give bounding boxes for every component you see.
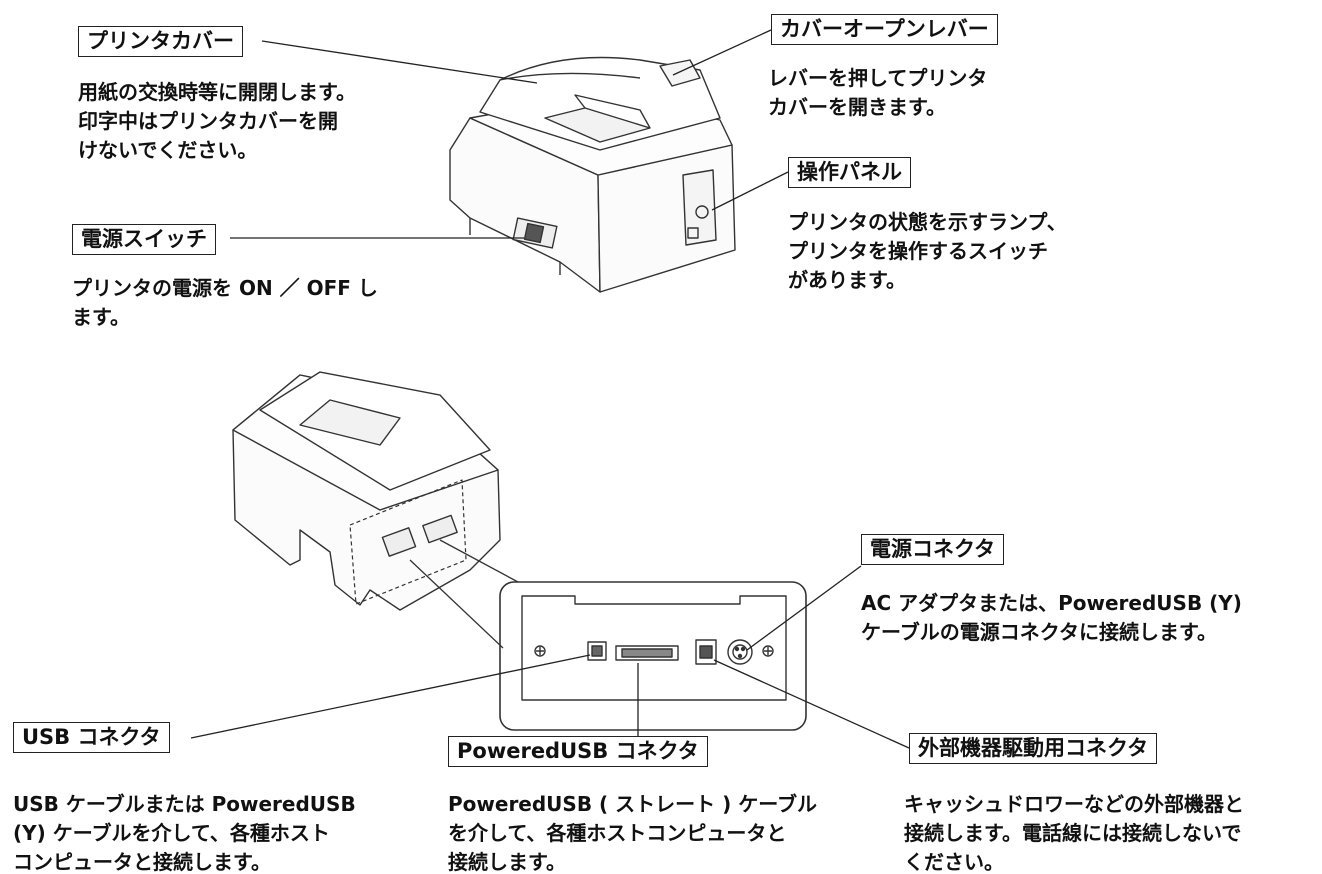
desc-power-connector: AC アダプタまたは、PoweredUSB (Y) ケーブルの電源コネクタに接続… xyxy=(861,591,1242,644)
label-power-switch: 電源スイッチ xyxy=(72,224,216,255)
label-powered-usb-connector: PoweredUSB コネクタ xyxy=(448,736,708,767)
label-printer-cover: プリンタカバー xyxy=(78,26,243,57)
desc-operation-panel: プリンタの状態を示すランプ、 プリンタを操作するスイッチ があります。 xyxy=(788,210,1067,292)
desc-powered-usb-connector: PoweredUSB ( ストレート ) ケーブル を介して、各種ホストコンピュ… xyxy=(448,792,818,874)
desc-power-switch: プリンタの電源を ON ／ OFF し ます。 xyxy=(72,276,378,329)
leader-lines xyxy=(190,29,910,749)
desc-cover-open-lever: レバーを押してプリンタ カバーを開きます。 xyxy=(768,66,988,119)
desc-printer-cover: 用紙の交換時等に開閉します。 印字中はプリンタカバーを開 けないでください。 xyxy=(78,80,356,162)
label-operation-panel: 操作パネル xyxy=(788,157,911,188)
desc-external-device-connector: キャッシュドロワーなどの外部機器と 接続します。電話線には接続しないで ください… xyxy=(904,792,1244,874)
front-printer-drawing xyxy=(449,56,736,293)
connector-panel-detail xyxy=(499,581,807,731)
label-power-connector: 電源コネクタ xyxy=(861,534,1005,565)
label-cover-open-lever: カバーオープンレバー xyxy=(771,14,998,45)
desc-usb-connector: USB ケーブルまたは PoweredUSB (Y) ケーブルを介して、各種ホス… xyxy=(13,792,356,874)
label-external-device-connector: 外部機器駆動用コネクタ xyxy=(909,733,1158,764)
label-usb-connector: USB コネクタ xyxy=(13,722,170,753)
rear-printer-drawing xyxy=(232,371,501,611)
magnification-lines xyxy=(409,539,519,649)
